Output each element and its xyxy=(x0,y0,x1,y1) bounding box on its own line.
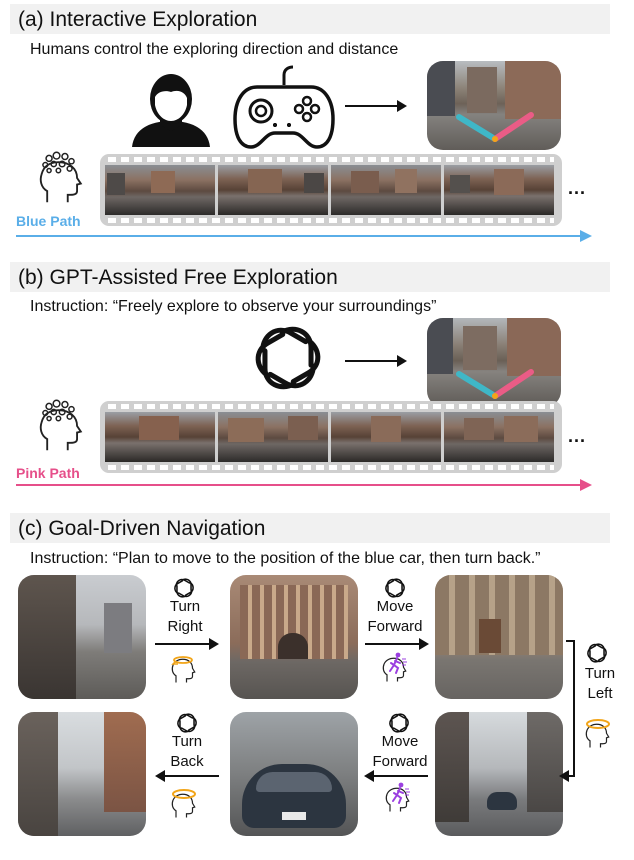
brain-head-icon xyxy=(36,398,92,454)
step-move-forward-label: Move Forward xyxy=(365,597,425,637)
step-turn-left-label: Turn Left xyxy=(580,664,620,704)
arrow-right xyxy=(345,100,407,112)
section-a-title: (a) Interactive Exploration xyxy=(18,8,258,31)
section-b-subtitle: Instruction: “Freely explore to observe … xyxy=(30,298,437,315)
section-b-title: (b) GPT-Assisted Free Exploration xyxy=(18,266,338,289)
panorama-frame xyxy=(444,165,554,215)
continuation-ellipsis: ... xyxy=(568,426,587,446)
scene-blue-car-closeup-image xyxy=(230,712,358,836)
step-word: Turn xyxy=(169,598,201,615)
walking-person-icon xyxy=(384,780,414,816)
scene-blue-car-distance-image xyxy=(435,712,563,836)
arrow-left xyxy=(155,770,219,782)
panorama-frame xyxy=(218,412,328,462)
turn-left-connector xyxy=(573,640,575,776)
scene-start-image xyxy=(18,575,146,699)
turn-left-connector xyxy=(565,775,575,777)
section-c-subtitle: Instruction: “Plan to move to the positi… xyxy=(30,550,541,567)
pink-path-arrowhead xyxy=(580,479,592,491)
panorama-frame xyxy=(444,412,554,462)
step-move-forward-label: Move Forward xyxy=(368,732,432,772)
step-word: Move xyxy=(381,733,419,750)
pink-path-label: Pink Path xyxy=(16,465,80,481)
blue-path-line xyxy=(16,235,582,237)
section-c-bar xyxy=(10,513,610,543)
street-view-pink-path-image xyxy=(427,318,561,407)
rotation-head-icon xyxy=(584,712,614,752)
openai-logo-icon xyxy=(586,642,608,664)
film-strip-b xyxy=(100,401,562,473)
openai-logo-icon xyxy=(176,712,198,734)
section-b-bar xyxy=(10,262,610,292)
panorama-frame xyxy=(105,412,215,462)
pink-path-line xyxy=(16,484,582,486)
step-word: Forward xyxy=(372,753,428,770)
scene-turn-right-image xyxy=(230,575,358,699)
brain-head-icon xyxy=(36,150,92,206)
human-head-icon xyxy=(128,65,214,147)
step-turn-right-label: Turn Right xyxy=(160,597,210,637)
walking-person-icon xyxy=(381,650,411,686)
arrow-right xyxy=(365,638,429,650)
turn-left-arrowhead xyxy=(559,770,569,782)
step-word: Move xyxy=(376,598,414,615)
section-a-bar xyxy=(10,4,610,34)
street-view-blue-path-image xyxy=(427,61,561,150)
turn-left-connector xyxy=(566,640,575,642)
blue-path-arrowhead xyxy=(580,230,592,242)
openai-logo-icon xyxy=(252,322,324,394)
panorama-frame xyxy=(218,165,328,215)
rotation-head-icon xyxy=(170,782,202,822)
film-strip-a xyxy=(100,154,562,226)
scene-turn-back-image xyxy=(18,712,146,836)
section-c-title: (c) Goal-Driven Navigation xyxy=(18,517,266,540)
scene-move-forward-image xyxy=(435,575,563,699)
arrow-right xyxy=(155,638,219,650)
step-turn-back-label: Turn Back xyxy=(162,732,212,772)
step-word: Right xyxy=(167,618,203,635)
openai-logo-icon xyxy=(384,577,406,599)
step-word: Left xyxy=(587,685,613,702)
step-word: Back xyxy=(170,753,204,770)
openai-logo-icon xyxy=(173,577,195,599)
panorama-frame xyxy=(331,165,441,215)
openai-logo-icon xyxy=(388,712,410,734)
arrow-right xyxy=(345,355,407,367)
blue-path-label: Blue Path xyxy=(16,213,81,229)
gamepad-icon xyxy=(231,63,337,151)
panorama-frame xyxy=(331,412,441,462)
section-a-subtitle: Humans control the exploring direction a… xyxy=(30,41,399,58)
step-word: Turn xyxy=(171,733,203,750)
step-word: Forward xyxy=(367,618,423,635)
continuation-ellipsis: ... xyxy=(568,178,587,198)
panorama-frame xyxy=(105,165,215,215)
arrow-left xyxy=(364,770,428,782)
step-word: Turn xyxy=(584,665,616,682)
rotation-head-icon xyxy=(170,652,200,686)
